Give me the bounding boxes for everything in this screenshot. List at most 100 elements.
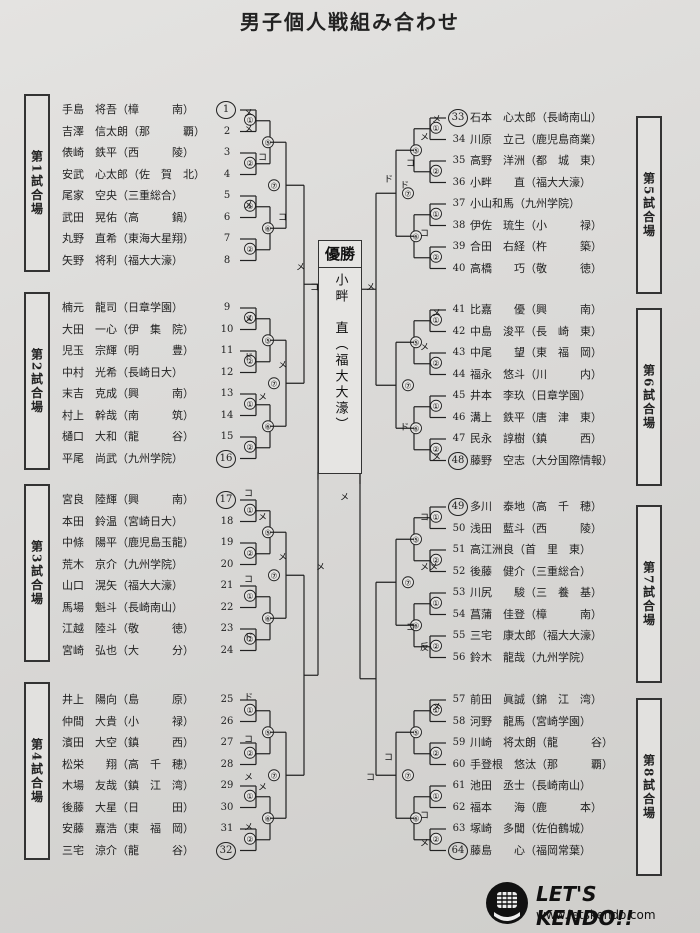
player-row: 樋口 大和（龍 谷） (62, 427, 212, 447)
seed-number: 33 (448, 109, 468, 127)
seed-number: 31 (220, 823, 234, 834)
kendo-mask-icon (486, 882, 528, 924)
player-name: 合田 右経（杵 築） (470, 240, 602, 253)
round-marker: ② (430, 832, 442, 845)
round-marker: ② (430, 250, 442, 263)
player-row: 江越 陸斗（敬 徳） (62, 619, 212, 639)
round-marker: ② (244, 242, 256, 255)
round-marker: ② (430, 442, 442, 455)
seed-number: 2 (223, 125, 231, 137)
svg-text:①: ① (432, 792, 439, 801)
svg-text:②: ② (246, 835, 253, 844)
player-name: 藤野 空志（大分国際情報） (470, 453, 613, 467)
seed-number: 3 (223, 147, 231, 158)
seed-number: 44 (452, 368, 466, 380)
seed-number: 37 (452, 198, 466, 209)
player-row: 仲間 大貴（小 禄） (62, 712, 212, 732)
logo-text: LET'S KENDO!! (536, 882, 634, 930)
svg-text:②: ② (246, 443, 253, 452)
player-row: 民永 諄樹（鎮 西） (470, 429, 632, 449)
player-row: 矢野 将利（福大大濠） (62, 251, 212, 271)
svg-text:②: ② (246, 159, 253, 168)
round-marker: ① (244, 311, 256, 324)
svg-text:②: ② (432, 556, 439, 565)
player-name: 三宅 涼介（龍 谷） (62, 843, 194, 857)
score-mark: メ (244, 823, 253, 833)
player-name: 吉澤 信太朗（那 覇） (62, 124, 205, 138)
score-mark: ド (244, 353, 253, 363)
venue-label-left-3: 第3試合場 (24, 484, 50, 662)
player-name: 高野 洋洲（都 城 東） (470, 154, 602, 167)
seed-number: 19 (220, 537, 234, 548)
player-row: 大田 一心（伊 集 院） (62, 320, 212, 340)
seed-number: 49 (448, 498, 468, 516)
player-row: 中條 陽平（鹿児島玉龍） (62, 533, 212, 553)
player-name: 池田 丞士（長崎南山） (470, 779, 591, 792)
round-marker: ② (244, 632, 256, 645)
svg-text:⑤: ⑤ (264, 336, 271, 345)
round-marker: ① (244, 503, 256, 516)
round-marker: ① (430, 207, 442, 220)
player-name: 川原 立己（鹿児島商業） (470, 132, 602, 146)
player-row: 塚崎 多聞（佐伯鶴城） (470, 819, 632, 839)
seed-number: 39 (452, 241, 466, 252)
svg-text:⑤: ⑤ (264, 528, 271, 537)
svg-text:②: ② (246, 749, 253, 758)
round-marker: ⑥ (410, 422, 422, 435)
seed-number: 59 (452, 737, 466, 748)
seed-number: 29 (220, 780, 234, 791)
round-marker: ① (244, 397, 256, 410)
round-marker: ⑦ (268, 179, 280, 192)
round-marker: ⑤ (262, 726, 274, 739)
player-name: 前田 眞誠（錦 江 湾） (470, 693, 602, 706)
champion-label: 優勝 (319, 243, 361, 268)
score-mark: コ (244, 735, 253, 745)
seed-number: 6 (223, 211, 231, 223)
player-name: 大田 一心（伊 集 院） (62, 322, 194, 336)
svg-text:②: ② (432, 749, 439, 758)
player-name: 小山和馬（九州学院） (470, 197, 580, 210)
player-name: 高江洲良（首 里 東） (470, 543, 591, 556)
venue-label-right-4: 第8試合場 (636, 698, 662, 876)
score-mark: メ (244, 125, 253, 135)
svg-text:⑦: ⑦ (404, 381, 411, 390)
score-mark: コ (406, 623, 415, 633)
svg-text:⑤: ⑤ (412, 338, 419, 347)
svg-text:①: ① (246, 400, 253, 409)
player-name: 手登根 悠汰（那 覇） (470, 757, 613, 771)
round-marker: ⑦ (268, 377, 280, 390)
round-marker: ① (430, 121, 442, 134)
round-marker: ② (430, 553, 442, 566)
seed-number: 40 (452, 262, 466, 274)
svg-text:⑤: ⑤ (412, 146, 419, 155)
player-row: 吉澤 信太朗（那 覇） (62, 122, 212, 142)
seed-number: 61 (452, 780, 466, 791)
seed-number: 21 (220, 580, 234, 591)
svg-text:⑦: ⑦ (404, 578, 411, 587)
seed-number: 8 (223, 254, 231, 266)
venue-label-left-2: 第2試合場 (24, 292, 50, 470)
svg-text:⑦: ⑦ (270, 771, 277, 780)
score-mark: ド (244, 633, 253, 643)
player-row: 池田 丞士（長崎南山） (470, 776, 632, 796)
player-row: 高橋 巧（敬 徳） (470, 259, 632, 279)
seed-number: 35 (452, 155, 466, 166)
round-marker: ② (430, 356, 442, 369)
player-name: 尾家 空央（三重総合） (62, 189, 183, 202)
player-name: 中尾 望（東 福 岡） (470, 346, 602, 359)
player-row: 安武 心太郎（佐 賀 北） (62, 165, 212, 185)
score-mark: ド (400, 423, 409, 433)
player-row: 後藤 大星（日 田） (62, 798, 212, 818)
player-name: 井上 陽向（島 原） (62, 693, 194, 706)
letskendo-logo: LET'S KENDO!! www.letskendo.com (484, 880, 696, 930)
player-name: 馬場 魁斗（長崎南山） (62, 600, 183, 614)
round-marker: ① (244, 199, 256, 212)
player-name: 民永 諄樹（鎮 西） (470, 432, 602, 445)
round-marker: ⑦ (268, 569, 280, 582)
score-mark: コ (278, 213, 287, 223)
player-name: 宮良 陸輝（興 南） (62, 493, 194, 506)
player-row: 楠元 龍司（日章学園） (62, 298, 212, 318)
seed-number: 52 (452, 565, 466, 577)
player-row: 児玉 宗輝（明 豊） (62, 341, 212, 361)
svg-text:⑦: ⑦ (270, 571, 277, 580)
